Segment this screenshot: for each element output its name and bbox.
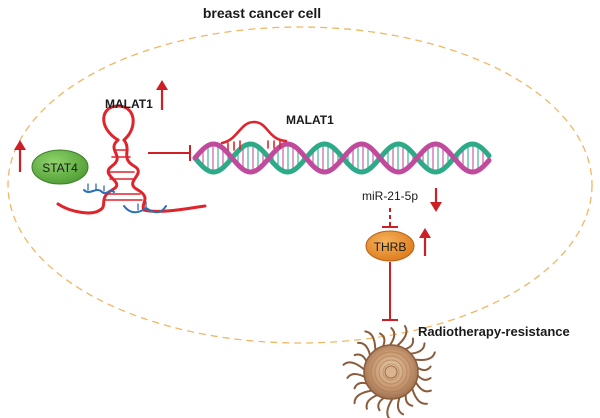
tumor-nucleus bbox=[384, 365, 398, 379]
inhibition-icon bbox=[148, 145, 191, 161]
up-arrow-icon bbox=[156, 80, 168, 110]
up-arrow-icon bbox=[14, 140, 26, 172]
tumor-ring bbox=[378, 359, 404, 385]
stat4-protein: STAT4 bbox=[31, 149, 89, 185]
tumor-cell-icon bbox=[342, 325, 436, 418]
inhibition-icon bbox=[382, 262, 398, 321]
down-arrow-icon bbox=[430, 188, 442, 212]
malat1-dna-bound-icon bbox=[220, 120, 288, 151]
dna-strand-magenta bbox=[192, 141, 492, 175]
cell-label: breast cancer cell bbox=[203, 5, 321, 21]
malat1-right-label: MALAT1 bbox=[286, 113, 334, 127]
thrb-label: THRB bbox=[374, 240, 407, 254]
tumor-ring bbox=[370, 351, 412, 393]
outcome-label: Radiotherapy-resistance bbox=[418, 324, 570, 339]
malat1-rna-hairpin-icon bbox=[56, 104, 207, 215]
malat1-left-label: MALAT1 bbox=[105, 97, 153, 111]
tumor-ring bbox=[374, 355, 408, 389]
binding-site-icon bbox=[83, 183, 167, 214]
inhibition-icon bbox=[382, 208, 398, 228]
cell-membrane bbox=[7, 26, 593, 344]
dna-helix-icon bbox=[192, 141, 492, 175]
mirna-label: miR-21-5p bbox=[362, 189, 418, 203]
thrb-protein: THRB bbox=[365, 230, 415, 262]
up-arrow-icon bbox=[419, 228, 431, 256]
stat4-label: STAT4 bbox=[42, 161, 78, 175]
tumor-ring bbox=[382, 363, 400, 381]
